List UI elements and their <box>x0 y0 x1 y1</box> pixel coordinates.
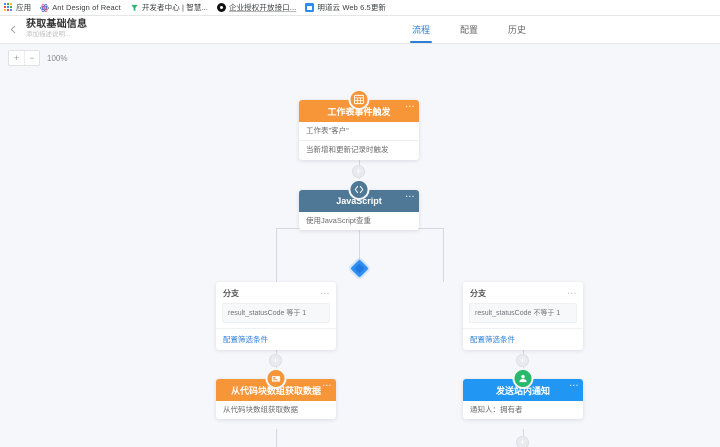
page-title[interactable]: 获取基础信息 <box>26 19 88 31</box>
node-menu-icon[interactable]: ··· <box>567 289 577 298</box>
add-node-button-2[interactable]: + <box>269 354 282 367</box>
branch-node-right-header: 分支 ··· <box>463 282 583 303</box>
node-menu-icon[interactable]: ··· <box>322 381 332 390</box>
send-in-app-notification-node-body: 通知人：拥有者 <box>463 401 583 419</box>
worksheet-trigger-node-body: 工作表"客户" 当新增和更新记录时触发 <box>299 122 419 160</box>
zoom-in-button[interactable]: + <box>9 51 24 65</box>
ant-design-bookmark[interactable]: Ant Design of React <box>40 3 121 12</box>
zoom-out-button[interactable]: − <box>24 51 39 65</box>
array-box-icon <box>265 368 287 389</box>
code-brackets-icon <box>348 179 370 200</box>
branch-node-right-title: 分支 <box>470 289 486 298</box>
add-node-button-3[interactable]: + <box>516 354 529 367</box>
mingdao-web-bookmark[interactable]: 明道云 Web 6.5更新 <box>305 2 386 13</box>
page-subtitle[interactable]: 添加描述说明... <box>26 31 71 39</box>
user-person-icon <box>512 368 534 389</box>
black-circle-icon <box>216 3 226 12</box>
tab-flow[interactable]: 流程 <box>410 16 433 43</box>
tab-config[interactable]: 配置 <box>460 25 479 35</box>
dev-icon <box>130 3 139 12</box>
worksheet-trigger-row-1: 工作表"客户" <box>306 126 349 135</box>
developer-center-bookmark[interactable]: 开发者中心 | 智慧... <box>130 2 208 13</box>
ant-design-bookmark-label: Ant Design of React <box>52 3 121 12</box>
connector-line-to-branch-right <box>443 228 444 282</box>
send-in-app-notification-node-header: 发送站内通知 ··· <box>463 379 583 401</box>
node-menu-icon[interactable]: ··· <box>405 192 415 201</box>
developer-center-bookmark-label: 开发者中心 | 智慧... <box>141 3 208 12</box>
zoom-toolbar: + − 100% <box>8 50 67 66</box>
get-code-array-data-row-1: 从代码块数组获取数据 <box>223 405 298 414</box>
worksheet-trigger-node-title: 工作表事件触发 <box>327 106 391 117</box>
connector-line-action-lowersplit <box>276 429 277 447</box>
apps-bookmark-label: 应用 <box>16 3 32 12</box>
add-node-button-1[interactable]: + <box>352 165 365 178</box>
javascript-node-body: 使用JavaScript查重 <box>299 212 419 230</box>
javascript-node-header: JavaScript ··· <box>299 190 419 212</box>
add-node-button-4[interactable]: + <box>516 436 529 447</box>
node-menu-icon[interactable]: ··· <box>405 102 415 111</box>
workflow-canvas[interactable]: + − 100% + + + + 工作表事件触发 ··· 工作表"客户" <box>0 44 720 447</box>
zoom-buttons: + − <box>8 50 40 66</box>
page-title-block: 获取基础信息 添加描述说明... <box>26 20 87 39</box>
connector-line-js-split <box>359 229 360 274</box>
worksheet-trigger-node[interactable]: 工作表事件触发 ··· 工作表"客户" 当新增和更新记录时触发 <box>299 89 419 160</box>
branch-node-left-title: 分支 <box>223 289 239 298</box>
javascript-node[interactable]: JavaScript ··· 使用JavaScript查重 <box>299 179 419 231</box>
apps-bookmark[interactable]: 应用 <box>4 2 31 13</box>
enterprise-api-bookmark[interactable]: 企业授权开放接口... <box>216 2 297 13</box>
get-code-array-data-node-title: 从代码块数组获取数据 <box>230 385 321 396</box>
connector-line-to-branch-left <box>276 228 277 282</box>
get-code-array-data-node[interactable]: 从代码块数组获取数据 ··· 从代码块数组获取数据 <box>216 368 336 420</box>
apps-grid-icon <box>4 3 13 12</box>
branch-node-left[interactable]: 分支 ··· result_statusCode 等于 1 配置筛选条件 <box>216 282 336 350</box>
react-icon <box>40 3 50 12</box>
enterprise-api-bookmark-label: 企业授权开放接口... <box>228 3 297 12</box>
blue-doc-icon <box>305 3 315 12</box>
app-header: 获取基础信息 添加描述说明... 流程 配置 历史 <box>0 16 720 44</box>
node-menu-icon[interactable]: ··· <box>320 289 330 298</box>
branch-right-config-link[interactable]: 配置筛选条件 <box>463 328 583 350</box>
send-in-app-notification-row-1: 通知人：拥有者 <box>470 405 523 414</box>
table-grid-icon <box>348 89 370 110</box>
branch-left-config-link[interactable]: 配置筛选条件 <box>216 328 336 350</box>
get-code-array-data-node-body: 从代码块数组获取数据 <box>216 401 336 419</box>
branch-node-right[interactable]: 分支 ··· result_statusCode 不等于 1 配置筛选条件 <box>463 282 583 350</box>
javascript-row-1: 使用JavaScript查重 <box>306 216 372 225</box>
send-in-app-notification-node-title: 发送站内通知 <box>495 385 550 396</box>
get-code-array-data-node-header: 从代码块数组获取数据 ··· <box>216 379 336 401</box>
zoom-level-label: 100% <box>47 53 68 63</box>
back-arrow-icon[interactable] <box>0 16 26 44</box>
worksheet-trigger-row-2: 当新增和更新记录时触发 <box>299 140 419 159</box>
branch-left-condition: result_statusCode 等于 1 <box>222 303 330 323</box>
node-menu-icon[interactable]: ··· <box>569 381 579 390</box>
branch-node-left-header: 分支 ··· <box>216 282 336 303</box>
tab-history[interactable]: 历史 <box>508 25 527 35</box>
worksheet-trigger-node-header: 工作表事件触发 ··· <box>299 100 419 122</box>
send-in-app-notification-node[interactable]: 发送站内通知 ··· 通知人：拥有者 <box>463 368 583 420</box>
branch-right-condition: result_statusCode 不等于 1 <box>469 303 577 323</box>
diamond-split-icon-top[interactable] <box>350 259 369 278</box>
mingdao-web-bookmark-label: 明道云 Web 6.5更新 <box>317 3 387 12</box>
header-tabs: 流程 配置 历史 <box>410 16 528 43</box>
browser-bookmarks-bar: 应用 Ant Design of React 开发者中心 | 智慧... 企业授… <box>0 0 720 16</box>
javascript-node-title: JavaScript <box>336 196 382 206</box>
